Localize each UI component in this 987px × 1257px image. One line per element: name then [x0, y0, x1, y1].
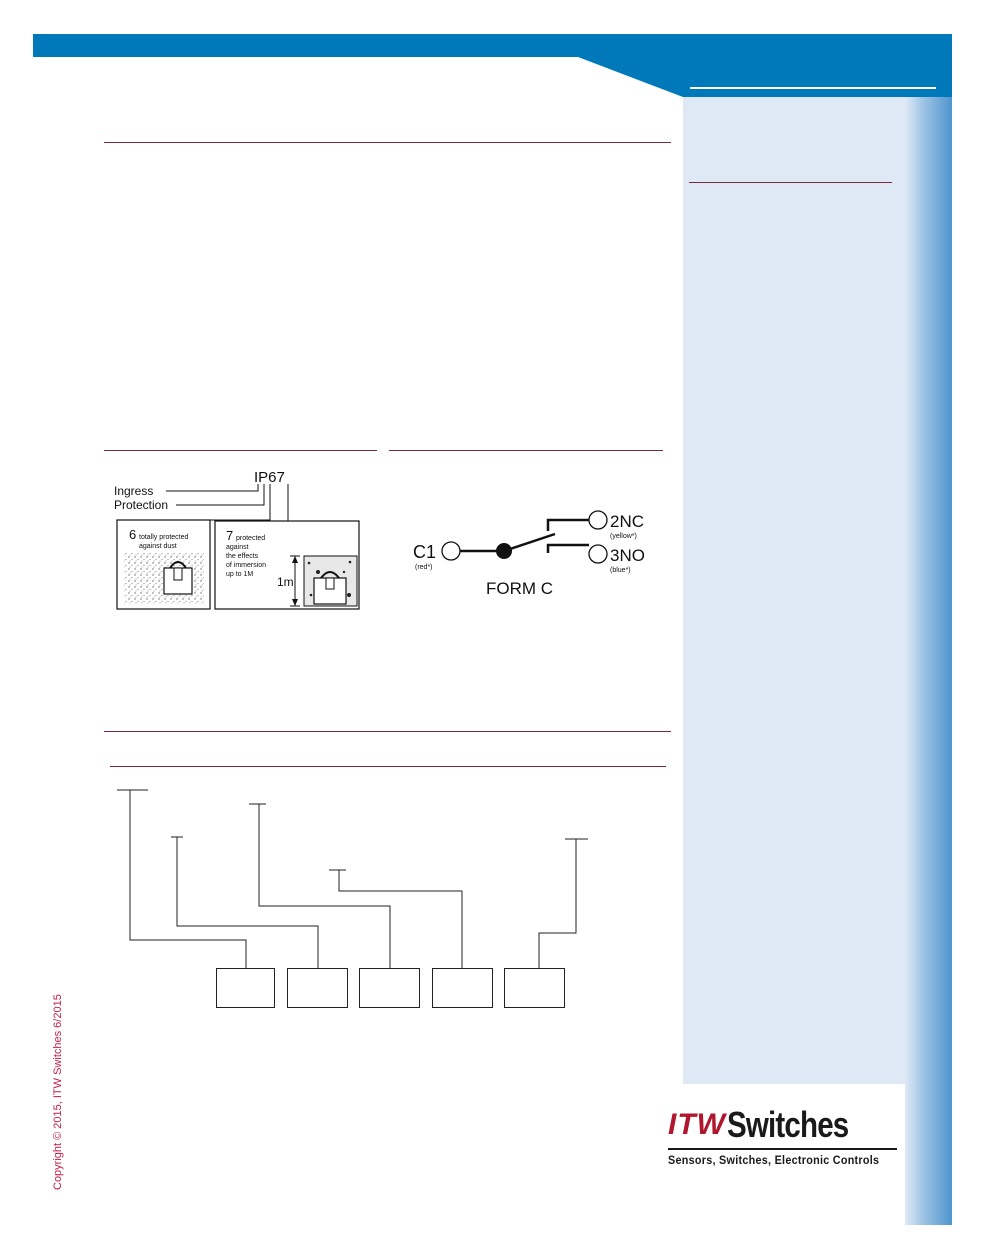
form-c-label: FORM C	[486, 579, 553, 598]
section-rule-ip	[104, 450, 377, 451]
svg-text:protected: protected	[236, 535, 265, 542]
part-number-field-2	[287, 968, 348, 1008]
svg-text:against: against	[226, 544, 249, 551]
copyright-notice: Copyright © 2015, ITW Switches 6/2015	[52, 994, 64, 1190]
terminal-c1	[441, 541, 461, 561]
ip-label-protection: Protection	[114, 498, 168, 512]
part-number-field-4	[432, 968, 493, 1008]
svg-text:up to 1M: up to 1M	[226, 571, 253, 578]
terminal-c1-color: (red*)	[415, 564, 433, 571]
section-rule-top	[104, 142, 671, 143]
svg-text:of immersion: of immersion	[226, 562, 266, 569]
itw-logo-name: Switches	[727, 1104, 849, 1145]
svg-text:the effects: the effects	[226, 553, 259, 560]
page-edge-strip	[905, 97, 952, 1225]
section-rule-circuit	[389, 450, 663, 451]
ip-code: IP67	[254, 469, 285, 486]
header-banner	[33, 34, 952, 97]
itw-logo-mark: ITW	[668, 1108, 726, 1141]
svg-text:against dust: against dust	[139, 543, 177, 550]
sidebar-rule	[689, 182, 892, 183]
logo-tagline: Sensors, Switches, Electronic Controls	[668, 1153, 880, 1167]
terminal-nc-color: (yellow*)	[610, 533, 637, 540]
header-accent-line	[690, 87, 936, 89]
logo-divider	[668, 1148, 897, 1150]
digit-6: 6	[129, 527, 136, 542]
form-c-circuit: C1 (red*) 2NC (yellow*) 3NO (blue*) FORM…	[413, 510, 645, 598]
part-number-field-5	[504, 968, 565, 1008]
section-rule-ordering-sub	[110, 766, 666, 767]
terminal-nc	[588, 510, 608, 530]
depth-label: 1m	[277, 575, 294, 589]
part-number-field-1	[216, 968, 275, 1008]
ordering-tree	[117, 789, 588, 968]
section-rule-ordering	[104, 731, 671, 732]
digit-7: 7	[226, 528, 233, 543]
terminal-no-label: 3NO	[610, 546, 645, 565]
terminal-no	[588, 544, 608, 564]
part-number-field-3	[359, 968, 420, 1008]
ip67-diagram: IP67 Ingress Protection 6 totally protec…	[114, 469, 360, 610]
sidebar-panel	[683, 97, 905, 1084]
terminal-c1-label: C1	[413, 542, 436, 562]
terminal-no-color: (blue*)	[610, 567, 631, 574]
terminal-nc-label: 2NC	[610, 512, 644, 531]
ip-label-ingress: Ingress	[114, 484, 153, 498]
svg-text:totally protected: totally protected	[139, 534, 189, 541]
